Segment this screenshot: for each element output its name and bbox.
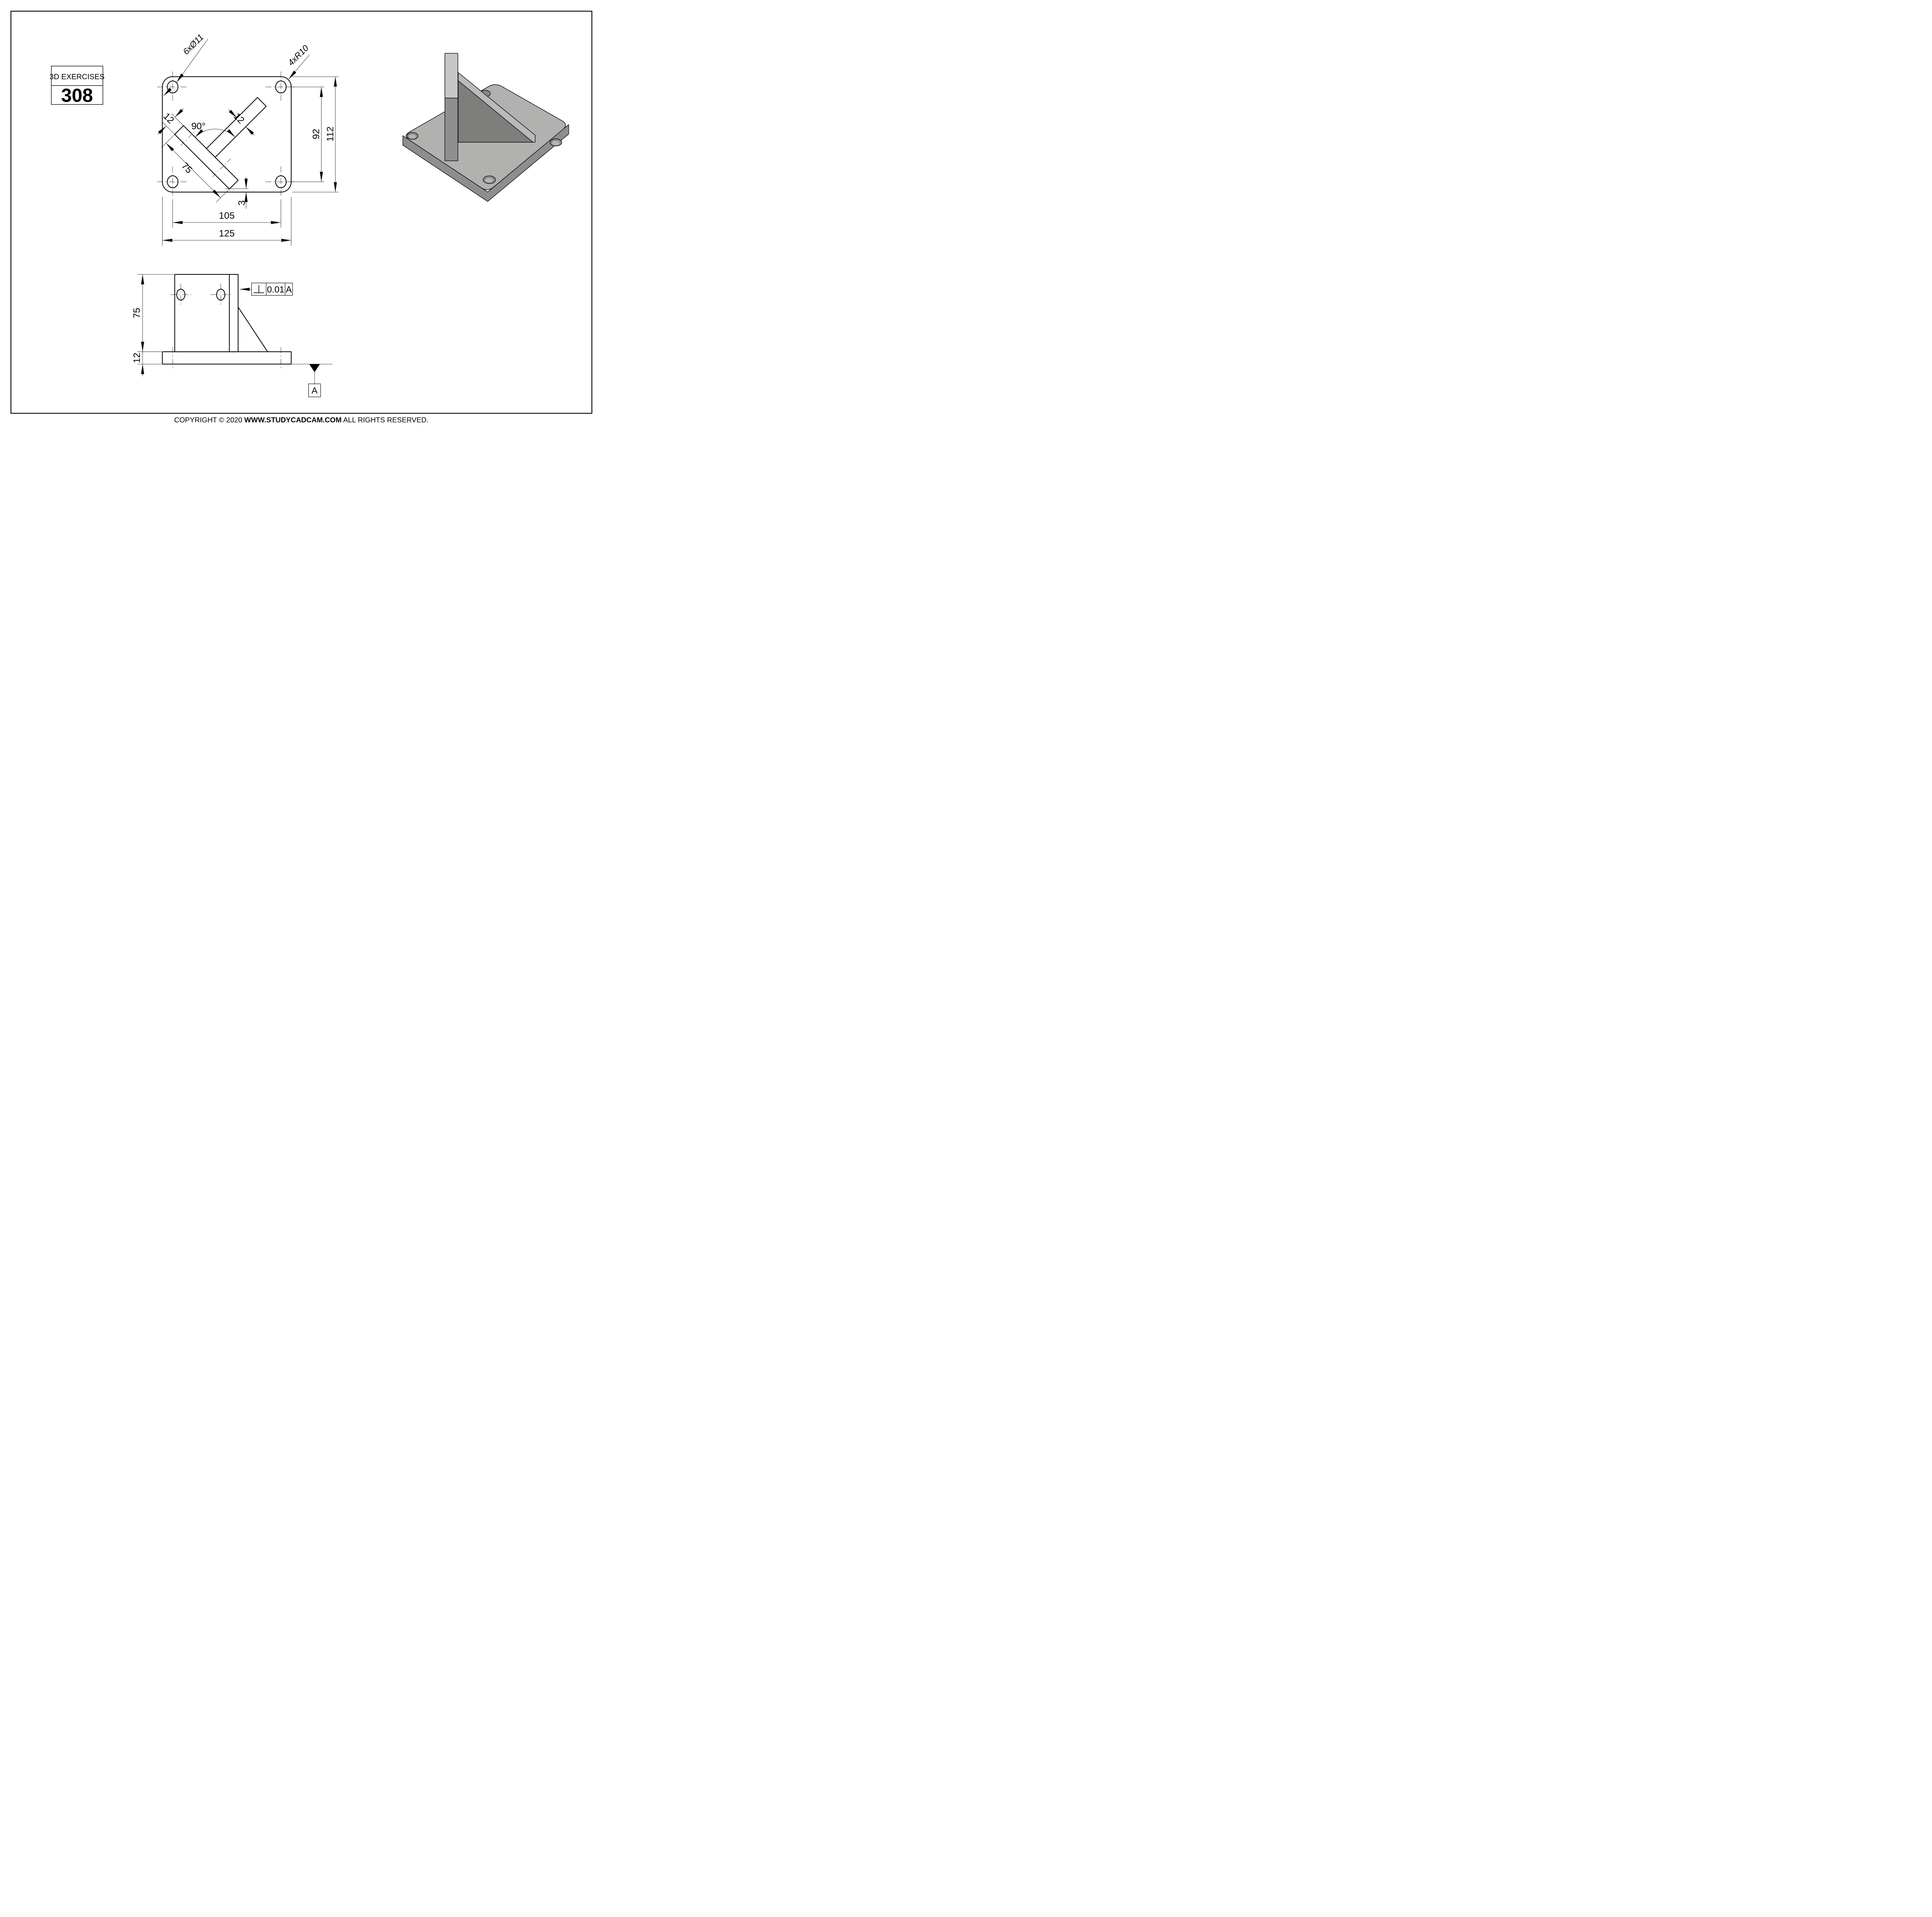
copyright-website: WWW.STUDYCADCAM.COM	[244, 416, 342, 424]
copyright-prefix: COPYRIGHT © 2020	[174, 416, 244, 424]
upright-holes-front	[170, 283, 231, 306]
feature-control-frame: 0.01 A	[240, 282, 293, 296]
dimension-line	[245, 126, 255, 136]
leader-line	[176, 39, 208, 83]
overall-width-dimension: 125	[162, 197, 292, 246]
upright-3d-lower	[444, 98, 458, 161]
datum-label: A	[311, 386, 318, 396]
tolerance-value: 0.01	[267, 284, 284, 294]
extension-line	[216, 189, 230, 202]
dimension-value: 12	[132, 353, 142, 363]
cad-drawing-canvas: 3D EXERCISES 308	[10, 10, 592, 424]
exercise-number: 308	[61, 85, 93, 106]
hole-3d-inner	[485, 178, 493, 183]
hole-pitch-v-dimension: 92	[285, 87, 325, 182]
copyright-line: COPYRIGHT © 2020 WWW.STUDYCADCAM.COM ALL…	[174, 416, 429, 424]
front-height-dimensions: 75 12	[132, 274, 174, 376]
extension-line	[161, 134, 175, 148]
hole-callout-text: 6xØ11	[181, 32, 206, 56]
top-view: 6xØ11 4xR10 90° 12 12	[157, 32, 338, 246]
copyright-suffix: ALL RIGHTS RESERVED.	[342, 416, 429, 424]
drawing-sheet: 3D EXERCISES 308	[0, 0, 603, 426]
fcf-frame	[251, 282, 293, 296]
angle-value: 90°	[191, 121, 206, 132]
upright-plate-front	[174, 274, 239, 352]
tip-gap-dimension: 3	[225, 177, 249, 209]
hole-pitch-h-dimension: 105	[172, 199, 281, 228]
angle-arc	[195, 129, 235, 138]
datum-triangle-icon	[309, 364, 320, 373]
hole-3d-inner	[552, 141, 560, 145]
title-block: 3D EXERCISES 308	[49, 66, 105, 106]
upright-3d-upper	[444, 53, 458, 99]
exercise-series-label: 3D EXERCISES	[49, 73, 104, 81]
radius-callout-leader: 4xR10	[286, 43, 311, 80]
gusset-3d-top-face	[458, 72, 536, 143]
extension-line	[171, 113, 184, 126]
dimension-value: 125	[219, 228, 235, 239]
leader-line	[288, 55, 310, 80]
tolerance-datum: A	[286, 284, 292, 294]
sheet-border	[10, 10, 592, 414]
isometric-view	[402, 53, 569, 202]
radius-callout-text: 4xR10	[286, 43, 311, 68]
datum-symbol: A	[291, 364, 333, 397]
gusset-silhouette-line	[238, 307, 268, 352]
upright-hole-centermark	[180, 131, 195, 146]
extension-line	[162, 122, 175, 135]
base-side-wall	[402, 124, 569, 202]
dimension-line	[157, 126, 167, 135]
dimension-line	[228, 109, 237, 118]
overall-height-dimension: 112	[292, 76, 338, 192]
dimension-value: 112	[325, 126, 335, 141]
front-view: 75 12 0.01 A A	[132, 274, 333, 397]
angle-dimension: 90°	[191, 121, 235, 138]
gusset-3d-face	[458, 80, 534, 143]
holes-3d	[406, 132, 562, 184]
perpendicularity-icon	[253, 285, 264, 293]
hole-3d-inner	[408, 134, 416, 139]
dimension-value: 75	[132, 308, 142, 318]
title-block-frame	[51, 66, 104, 105]
leader-line	[163, 88, 172, 96]
datum-frame	[308, 383, 321, 397]
dimension-value: 3	[237, 200, 247, 206]
dimension-value: 92	[311, 129, 321, 139]
dimension-line	[175, 108, 184, 117]
dimension-value: 105	[219, 211, 235, 221]
dimension-line	[166, 143, 221, 198]
base-plate-front	[162, 351, 292, 365]
